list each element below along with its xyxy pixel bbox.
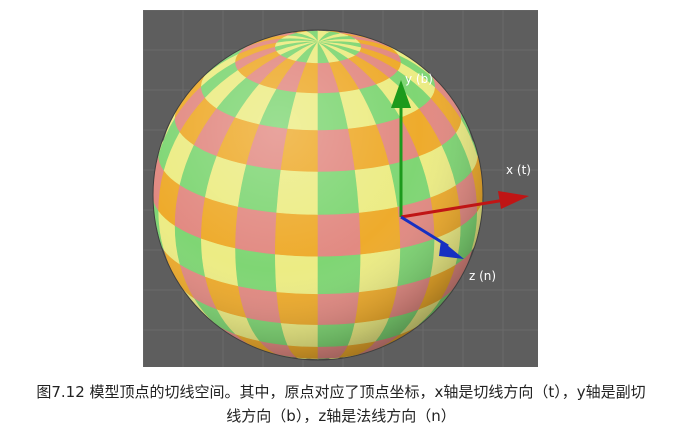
z-axis-label: z (n) [469,269,496,283]
z-axis-line [400,215,449,248]
x-axis-label: x (t) [506,163,531,177]
figure-caption: 图7.12 模型顶点的切线空间。其中，原点对应了顶点坐标，x轴是切线方向（t），… [0,380,682,428]
viewport-canvas: y (b) x (t) z (n) [143,10,538,367]
caption-line-1: 图7.12 模型顶点的切线空间。其中，原点对应了顶点坐标，x轴是切线方向（t），… [36,383,646,401]
caption-line-2: 线方向（b），z轴是法线方向（n） [226,407,456,425]
tangent-space-axes: y (b) x (t) z (n) [391,72,531,283]
x-axis-line [400,198,506,219]
textured-sphere [152,29,484,361]
x-axis-arrowhead [498,191,529,209]
3d-viewport: y (b) x (t) z (n) [143,10,538,367]
sphere-outline [152,29,484,361]
z-axis-arrowhead [439,240,464,259]
y-axis-arrowhead [391,80,411,108]
sphere-shading [153,30,483,360]
y-axis-label: y (b) [405,72,433,86]
